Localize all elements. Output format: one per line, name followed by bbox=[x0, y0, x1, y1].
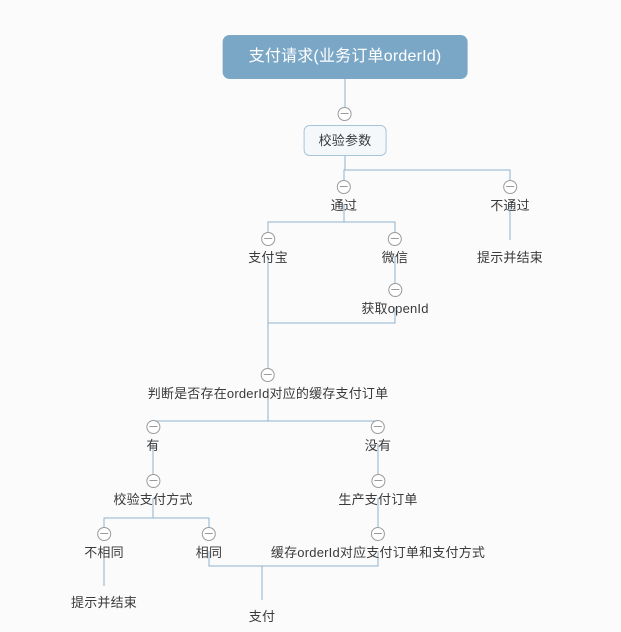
collapse-minus-icon[interactable] bbox=[371, 420, 385, 434]
node-gen_order[interactable]: 生产支付订单 bbox=[338, 474, 418, 508]
edge-check_pay-to-same bbox=[152, 498, 210, 528]
node-label-not_same: 不相同 bbox=[84, 545, 124, 560]
collapse-minus-icon[interactable] bbox=[337, 180, 351, 194]
node-label-openid: 获取openId bbox=[361, 301, 429, 316]
edge-validate-to-fail bbox=[344, 152, 511, 181]
node-label-validate: 校验参数 bbox=[318, 133, 372, 148]
collapse-minus-icon[interactable] bbox=[261, 368, 275, 382]
node-pay[interactable]: 支付 bbox=[249, 608, 275, 625]
node-cache_order[interactable]: 缓存orderId对应支付订单和支付方式 bbox=[270, 527, 486, 561]
collapse-minus-icon[interactable] bbox=[260, 232, 275, 246]
node-label-alipay: 支付宝 bbox=[248, 250, 288, 265]
node-check_cache[interactable]: 判断是否存在orderId对应的缓存支付订单 bbox=[147, 368, 389, 402]
collapse-minus-icon[interactable] bbox=[96, 527, 111, 541]
node-label-none: 没有 bbox=[364, 438, 392, 453]
node-check_pay[interactable]: 校验支付方式 bbox=[113, 474, 193, 508]
node-has[interactable]: 有 bbox=[145, 420, 160, 454]
edge-same-to-pay bbox=[208, 551, 262, 567]
node-label-notify_end: 提示并结束 bbox=[70, 595, 138, 610]
node-fail_end[interactable]: 提示并结束 bbox=[477, 249, 543, 266]
node-label-check_cache: 判断是否存在orderId对应的缓存支付订单 bbox=[147, 386, 389, 401]
collapse-minus-icon[interactable] bbox=[370, 474, 385, 488]
node-validate[interactable]: 校验参数 bbox=[303, 107, 387, 156]
node-label-check_pay: 校验支付方式 bbox=[113, 492, 193, 507]
node-label-same: 相同 bbox=[195, 545, 223, 560]
node-notify_end[interactable]: 提示并结束 bbox=[71, 594, 137, 611]
node-pass[interactable]: 通过 bbox=[330, 180, 358, 214]
node-none[interactable]: 没有 bbox=[364, 420, 392, 454]
collapse-minus-icon[interactable] bbox=[145, 420, 160, 434]
edge-pass-to-wechat bbox=[343, 204, 396, 233]
collapse-minus-icon[interactable] bbox=[338, 107, 352, 121]
collapse-minus-icon[interactable] bbox=[370, 527, 385, 541]
edge-cache_order-to-pay bbox=[262, 551, 379, 567]
edge-openid-to-merge_a bbox=[268, 307, 396, 324]
node-label-fail_end: 提示并结束 bbox=[476, 250, 544, 265]
node-label-has: 有 bbox=[146, 438, 160, 453]
node-fail[interactable]: 不通过 bbox=[490, 180, 530, 214]
node-label-pay: 支付 bbox=[248, 609, 276, 624]
collapse-minus-icon[interactable] bbox=[388, 232, 402, 246]
node-label-wechat: 微信 bbox=[381, 250, 409, 265]
node-not_same[interactable]: 不相同 bbox=[84, 527, 124, 561]
node-root[interactable]: 支付请求(业务订单orderId) bbox=[222, 35, 468, 79]
node-label-pass: 通过 bbox=[330, 198, 358, 213]
node-openid[interactable]: 获取openId bbox=[361, 283, 429, 317]
node-same[interactable]: 相同 bbox=[195, 527, 223, 561]
collapse-minus-icon[interactable] bbox=[145, 474, 160, 488]
node-label-fail: 不通过 bbox=[490, 198, 530, 213]
node-label-cache_order: 缓存orderId对应支付订单和支付方式 bbox=[270, 545, 486, 560]
node-label-root: 支付请求(业务订单orderId) bbox=[248, 48, 442, 65]
node-alipay[interactable]: 支付宝 bbox=[248, 232, 288, 266]
collapse-minus-icon[interactable] bbox=[202, 527, 216, 541]
node-wechat[interactable]: 微信 bbox=[381, 232, 409, 266]
collapse-minus-icon[interactable] bbox=[502, 180, 517, 194]
node-label-gen_order: 生产支付订单 bbox=[338, 492, 418, 507]
collapse-minus-icon[interactable] bbox=[388, 283, 402, 297]
